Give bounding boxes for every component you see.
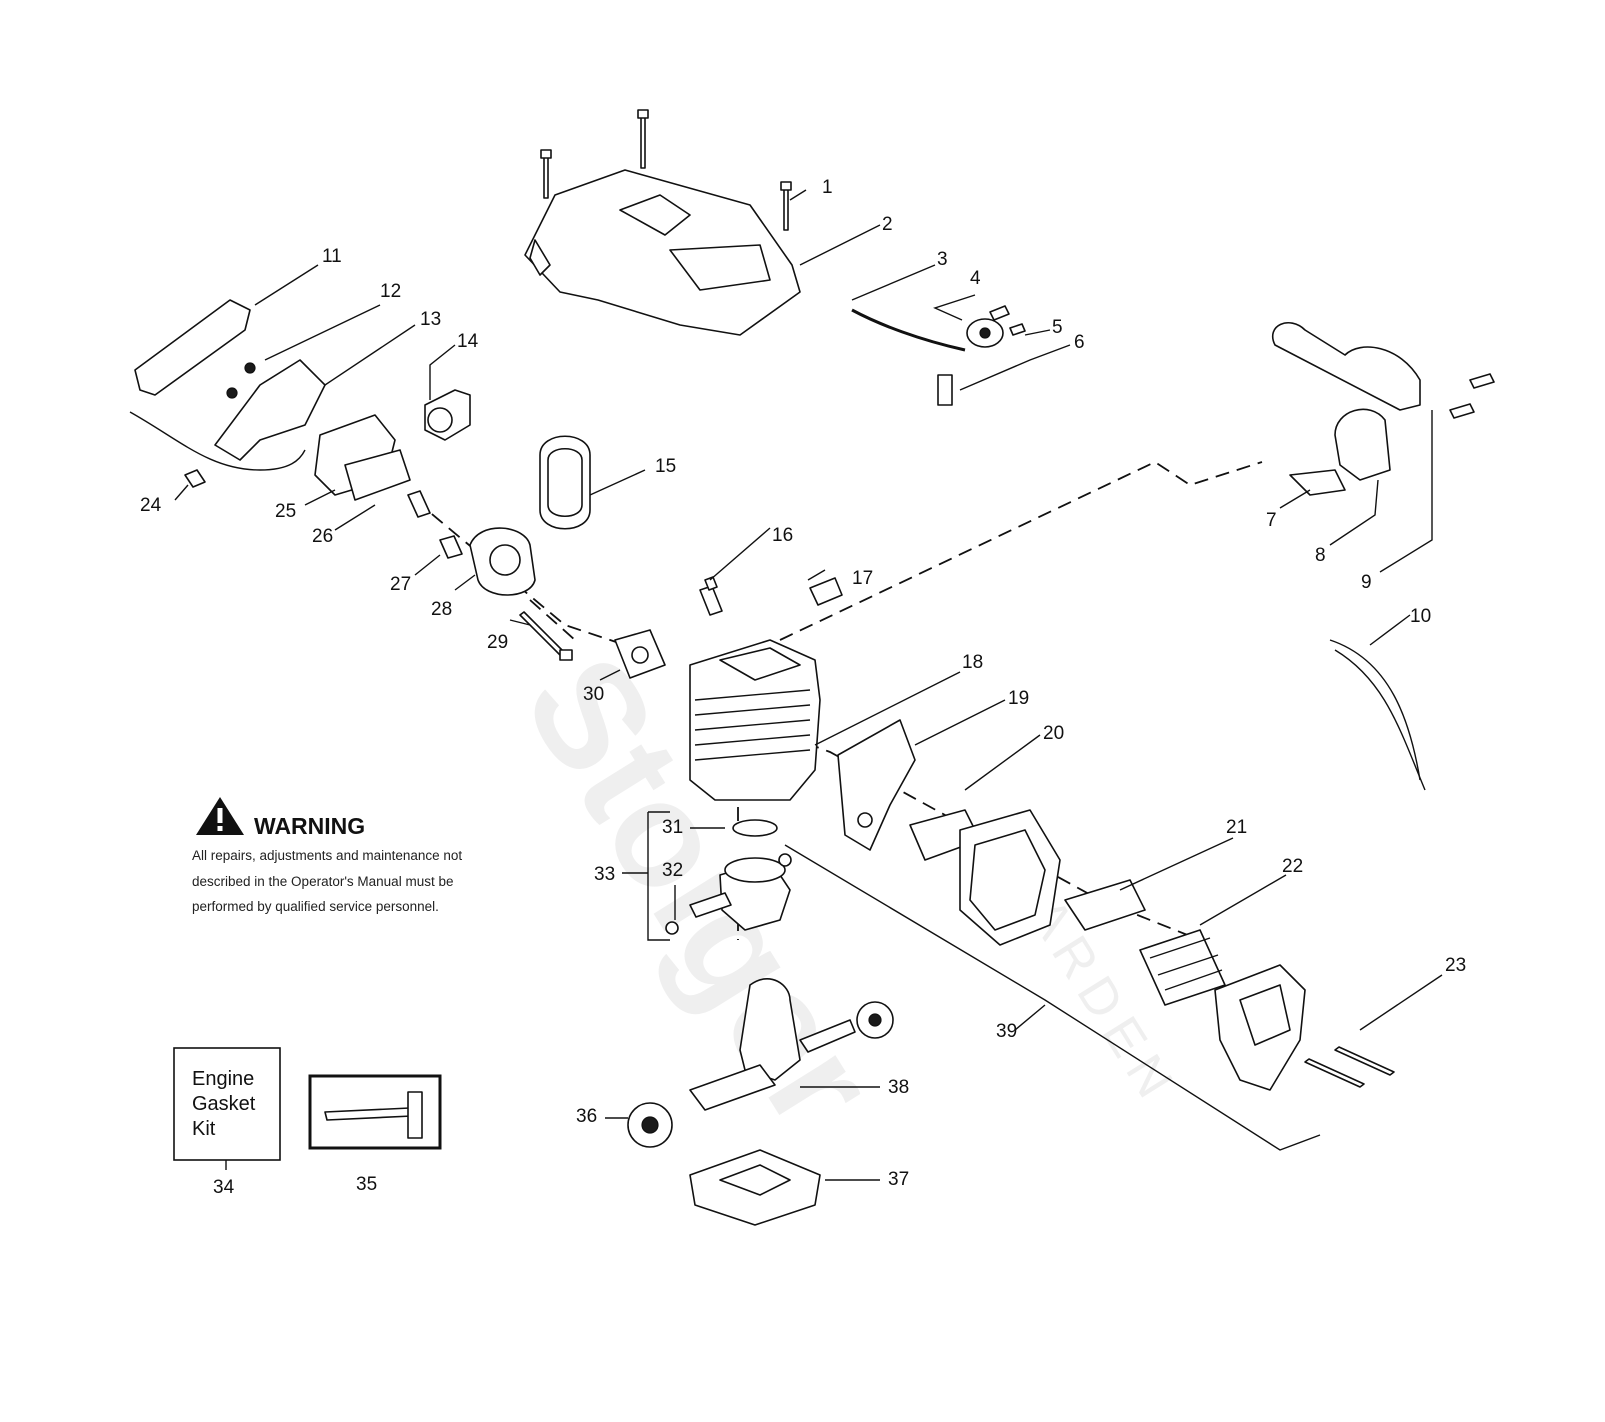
callout-13: 13 xyxy=(420,309,441,330)
kit-line-1: Engine xyxy=(192,1068,254,1090)
callout-15: 15 xyxy=(655,456,676,477)
warning-line-1: All repairs, adjustments and maintenance… xyxy=(192,848,462,863)
part-handle-grip xyxy=(134,264,319,396)
callout-31: 31 xyxy=(662,817,683,838)
part-fuel-line xyxy=(851,264,966,352)
part-gasket-30 xyxy=(599,629,666,681)
warning-line-3: performed by qualified service personnel… xyxy=(192,899,439,914)
part-39-bracket xyxy=(784,844,1321,1151)
callout-17: 17 xyxy=(852,568,873,589)
part-muffler-body xyxy=(959,809,1234,946)
callout-11: 11 xyxy=(322,246,342,267)
part-screws-top xyxy=(540,109,807,231)
part-heat-shield xyxy=(837,699,1006,851)
callout-9: 9 xyxy=(1361,572,1372,593)
part-intake-elbow xyxy=(424,344,471,441)
callout-36: 36 xyxy=(576,1106,597,1127)
callout-2: 2 xyxy=(882,214,893,235)
part-crankcase xyxy=(689,1149,880,1226)
callout-numbers: 1 2 3 4 5 6 7 8 9 10 11 12 13 14 15 16 1… xyxy=(140,177,1466,1198)
callout-16: 16 xyxy=(772,525,793,546)
callout-24: 24 xyxy=(140,495,162,516)
part-carburetor xyxy=(174,414,411,531)
warning-line-2: described in the Operator's Manual must … xyxy=(192,874,453,889)
kit-line-3: Kit xyxy=(192,1118,216,1140)
warning-block: WARNING All repairs, adjustments and mai… xyxy=(192,797,462,914)
part-wire-harness xyxy=(1329,614,1426,791)
callout-38: 38 xyxy=(888,1077,909,1098)
callout-10: 10 xyxy=(1410,606,1431,627)
callout-34: 34 xyxy=(213,1177,235,1198)
callout-27: 27 xyxy=(390,574,411,595)
callout-14: 14 xyxy=(457,331,479,352)
warning-title: WARNING xyxy=(254,813,365,839)
engine-gasket-kit-box: Engine Gasket Kit xyxy=(173,1047,281,1170)
part-top-cover xyxy=(524,169,881,336)
part-filter-band xyxy=(539,435,646,530)
callout-23: 23 xyxy=(1445,955,1466,976)
callout-25: 25 xyxy=(275,501,296,522)
callout-39: 39 xyxy=(996,1021,1017,1042)
callout-6: 6 xyxy=(1074,332,1085,353)
tool-box xyxy=(308,1074,442,1150)
part-spark-screen xyxy=(1139,874,1287,1006)
part-crankshaft xyxy=(689,978,894,1111)
callout-3: 3 xyxy=(937,249,948,270)
callout-21: 21 xyxy=(1226,817,1247,838)
callout-20: 20 xyxy=(1043,723,1064,744)
callout-19: 19 xyxy=(1008,688,1029,709)
callout-33: 33 xyxy=(594,864,615,885)
callout-18: 18 xyxy=(962,652,983,673)
callout-30: 30 xyxy=(583,684,604,705)
callout-8: 8 xyxy=(1315,545,1326,566)
callout-1: 1 xyxy=(822,177,833,198)
part-ignition xyxy=(1272,321,1495,573)
callout-35: 35 xyxy=(356,1174,377,1195)
callout-26: 26 xyxy=(312,526,333,547)
part-spark-plug xyxy=(699,527,843,616)
part-carb-adapter xyxy=(407,490,573,661)
part-bearing xyxy=(605,1102,673,1148)
callout-4: 4 xyxy=(970,268,981,289)
part-cylinder xyxy=(689,639,961,801)
part-muffler-cover xyxy=(1214,964,1443,1091)
part-vent-assembly xyxy=(933,294,1071,406)
callout-32: 32 xyxy=(662,860,683,881)
callout-5: 5 xyxy=(1052,317,1063,338)
callout-28: 28 xyxy=(431,599,452,620)
callout-12: 12 xyxy=(380,281,401,302)
part-throttle xyxy=(129,304,416,471)
warning-triangle-icon xyxy=(196,797,244,835)
callout-29: 29 xyxy=(487,632,508,653)
callout-7: 7 xyxy=(1266,510,1277,531)
kit-line-2: Gasket xyxy=(192,1093,256,1115)
part-piston-kit xyxy=(622,811,792,941)
tool-icon xyxy=(324,1091,423,1139)
callout-22: 22 xyxy=(1282,856,1303,877)
callout-37: 37 xyxy=(888,1169,909,1190)
